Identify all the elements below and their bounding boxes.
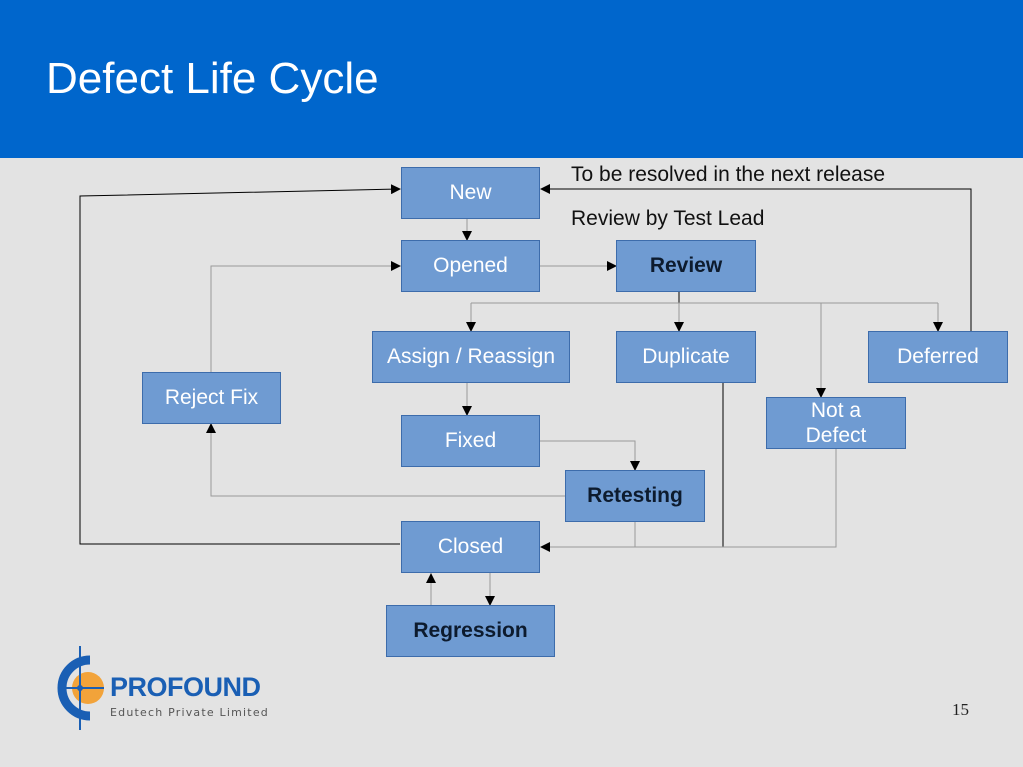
node-fixed: Fixed xyxy=(401,415,540,467)
edge-deferred-new xyxy=(540,184,972,331)
node-retesting: Retesting xyxy=(565,470,705,522)
profound-logo-mark xyxy=(57,646,104,730)
edge-rejectfix-opened xyxy=(210,261,401,372)
slide-title: Defect Life Cycle xyxy=(46,54,379,103)
title-bar: Defect Life Cycle xyxy=(0,0,1023,158)
logo-wordmark: PROFOUND xyxy=(110,672,261,702)
node-reject-fix: Reject Fix xyxy=(142,372,281,424)
note-next-release: To be resolved in the next release xyxy=(571,163,886,186)
node-not-a-defect: Not a Defect xyxy=(766,397,906,449)
node-regression: Regression xyxy=(386,605,555,657)
node-review: Review xyxy=(616,240,756,292)
edge-retesting-rejectfix xyxy=(206,423,565,497)
logo-tagline: Edutech Private Limited xyxy=(110,706,269,719)
edge-fixed-retesting xyxy=(540,440,640,471)
node-closed: Closed xyxy=(401,521,540,573)
edge-to-closed xyxy=(540,449,837,552)
node-deferred: Deferred xyxy=(868,331,1008,383)
node-duplicate: Duplicate xyxy=(616,331,756,383)
edge-closed-new xyxy=(79,184,401,545)
node-opened: Opened xyxy=(401,240,540,292)
node-new: New xyxy=(401,167,540,219)
note-review-by: Review by Test Lead xyxy=(571,207,765,230)
node-assign-reassign: Assign / Reassign xyxy=(372,331,570,383)
page-number: 15 xyxy=(952,700,969,719)
